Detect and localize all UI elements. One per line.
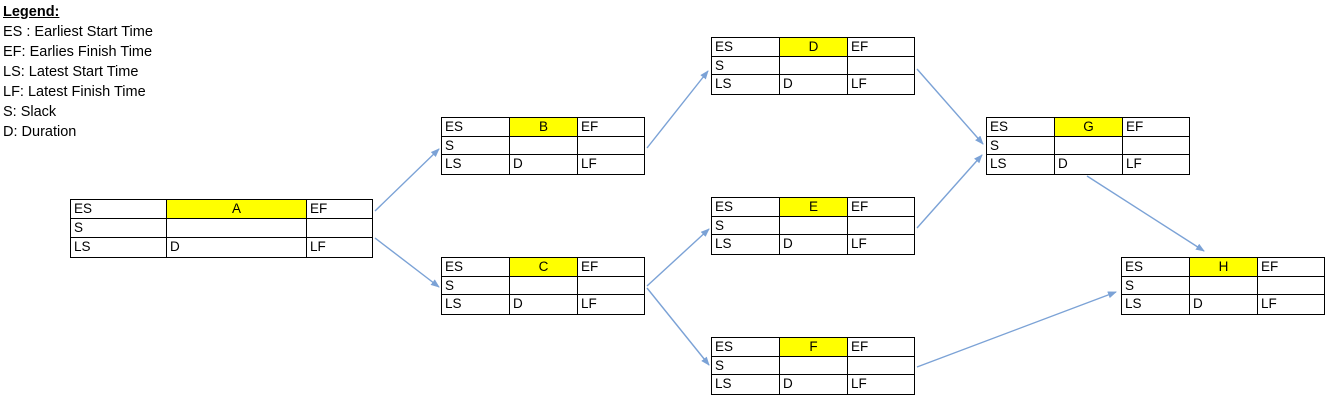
legend: Legend: ES : Earliest Start Time EF: Ear…: [3, 2, 153, 142]
lf-cell-C[interactable]: LF: [581, 296, 597, 312]
edge-arrow-E-G: [916, 154, 983, 229]
ef-cell-D[interactable]: EF: [848, 38, 914, 57]
edge-arrow-A-B: [374, 148, 440, 212]
slack-cell-B[interactable]: S: [442, 136, 510, 156]
lf-cell-G[interactable]: LF: [1126, 156, 1142, 172]
ef-cell-E[interactable]: EF: [848, 198, 914, 217]
legend-item-s: S: Slack: [3, 104, 57, 120]
task-label-E[interactable]: E: [780, 198, 848, 217]
es-cell-H[interactable]: ES: [1122, 258, 1190, 277]
legend-item-ef: EF: Earlies Finish Time: [3, 44, 153, 60]
empty-cell-D[interactable]: [848, 57, 914, 76]
ef-cell-B[interactable]: EF: [578, 118, 644, 137]
slack-cell-E[interactable]: S: [712, 216, 780, 236]
es-cell-D[interactable]: ES: [712, 38, 780, 57]
edge-arrow-F-H: [916, 291, 1117, 368]
duration-cell-H[interactable]: D: [1190, 295, 1258, 314]
ls-cell-C[interactable]: LS: [442, 295, 510, 314]
ef-cell-G[interactable]: EF: [1123, 118, 1189, 137]
duration-cell-E[interactable]: D: [780, 235, 848, 254]
edge-arrow-A-C: [374, 237, 440, 288]
es-cell-G[interactable]: ES: [987, 118, 1055, 137]
legend-item-lf: LF: Latest Finish Time: [3, 84, 146, 100]
ls-cell-D[interactable]: LS: [712, 75, 780, 94]
ef-cell-C[interactable]: EF: [578, 258, 644, 277]
empty-cell-E[interactable]: [780, 216, 848, 236]
es-cell-A[interactable]: ES: [71, 200, 167, 219]
ef-cell-H[interactable]: EF: [1258, 258, 1324, 277]
legend-item-ls: LS: Latest Start Time: [3, 64, 139, 80]
duration-cell-G[interactable]: D: [1055, 155, 1123, 174]
empty-cell-B[interactable]: [510, 136, 578, 156]
duration-cell-A[interactable]: D: [167, 238, 307, 257]
edge-arrow-G-H: [1086, 175, 1205, 252]
empty-cell-A[interactable]: [307, 219, 372, 238]
ls-cell-H[interactable]: LS: [1122, 295, 1190, 314]
ls-cell-E[interactable]: LS: [712, 235, 780, 254]
task-label-C[interactable]: C: [510, 258, 578, 277]
es-cell-B[interactable]: ES: [442, 118, 510, 137]
lf-cell-B[interactable]: LF: [581, 156, 597, 172]
ls-cell-B[interactable]: LS: [442, 155, 510, 174]
task-label-B[interactable]: B: [510, 118, 578, 137]
empty-cell-H[interactable]: [1190, 276, 1258, 296]
edge-arrow-D-G: [916, 68, 984, 145]
ef-cell-A[interactable]: EF: [307, 200, 372, 219]
edge-arrow-B-D: [646, 70, 709, 149]
lf-cell-F[interactable]: LF: [851, 376, 867, 392]
ls-cell-F[interactable]: LS: [712, 375, 780, 394]
duration-cell-D[interactable]: D: [780, 75, 848, 94]
lf-cell-E[interactable]: LF: [851, 236, 867, 252]
lf-cell-D[interactable]: LF: [851, 76, 867, 92]
edge-arrow-C-F: [646, 287, 710, 366]
ls-cell-A[interactable]: LS: [71, 238, 167, 257]
lf-cell-A[interactable]: LF: [310, 239, 326, 254]
empty-cell-C[interactable]: [578, 277, 644, 296]
duration-cell-B[interactable]: D: [510, 155, 578, 174]
empty-cell-H[interactable]: [1258, 277, 1324, 296]
empty-cell-D[interactable]: [780, 56, 848, 76]
legend-title: Legend:: [3, 4, 60, 20]
slack-cell-F[interactable]: S: [712, 356, 780, 376]
empty-cell-F[interactable]: [848, 357, 914, 376]
ls-cell-G[interactable]: LS: [987, 155, 1055, 174]
legend-item-d: D: Duration: [3, 124, 77, 140]
slack-cell-A[interactable]: S: [71, 219, 167, 238]
slack-cell-H[interactable]: S: [1122, 276, 1190, 296]
edge-arrow-C-E: [646, 228, 710, 287]
task-label-F[interactable]: F: [780, 338, 848, 357]
task-label-G[interactable]: G: [1055, 118, 1123, 137]
ef-cell-F[interactable]: EF: [848, 338, 914, 357]
slack-cell-D[interactable]: S: [712, 56, 780, 76]
empty-cell-G[interactable]: [1123, 137, 1189, 156]
slack-cell-G[interactable]: S: [987, 136, 1055, 156]
empty-cell-B[interactable]: [578, 137, 644, 156]
task-label-D[interactable]: D: [780, 38, 848, 57]
es-cell-C[interactable]: ES: [442, 258, 510, 277]
task-label-A[interactable]: A: [167, 200, 307, 219]
es-cell-E[interactable]: ES: [712, 198, 780, 217]
slack-cell-C[interactable]: S: [442, 276, 510, 296]
lf-cell-H[interactable]: LF: [1261, 296, 1277, 312]
empty-cell-A[interactable]: [167, 219, 307, 238]
empty-cell-C[interactable]: [510, 276, 578, 296]
duration-cell-C[interactable]: D: [510, 295, 578, 314]
empty-cell-G[interactable]: [1055, 136, 1123, 156]
empty-cell-E[interactable]: [848, 217, 914, 236]
task-label-H[interactable]: H: [1190, 258, 1258, 277]
empty-cell-F[interactable]: [780, 356, 848, 376]
es-cell-F[interactable]: ES: [712, 338, 780, 357]
legend-item-es: ES : Earliest Start Time: [3, 24, 153, 40]
duration-cell-F[interactable]: D: [780, 375, 848, 394]
